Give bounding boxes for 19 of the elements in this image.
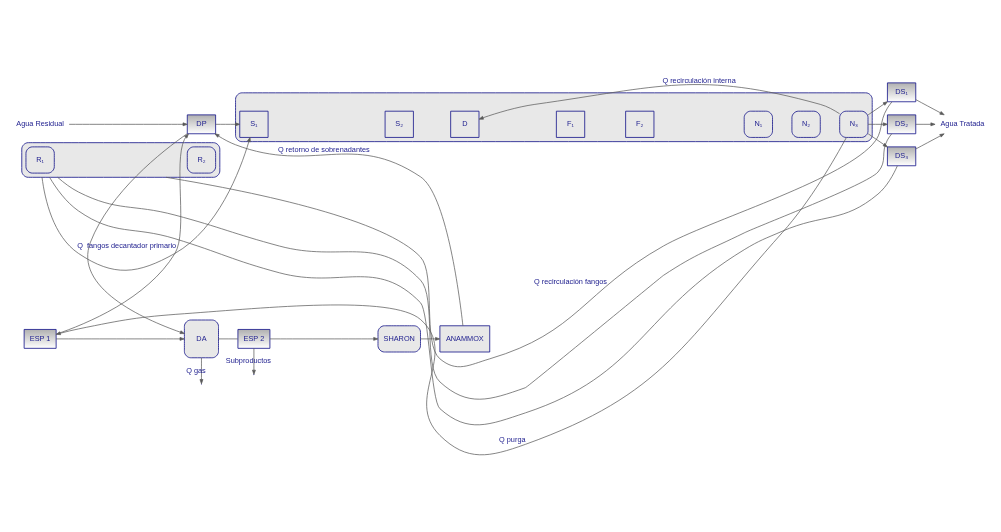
arrow bbox=[915, 99, 945, 116]
arrow bbox=[867, 101, 888, 116]
arrow bbox=[867, 122, 888, 127]
arrow bbox=[68, 122, 188, 127]
connector bbox=[49, 165, 898, 426]
arrow bbox=[420, 337, 441, 341]
arrow bbox=[269, 337, 379, 341]
arrow bbox=[478, 84, 840, 120]
arrow bbox=[915, 133, 945, 150]
arrow bbox=[214, 133, 464, 327]
arrow bbox=[867, 133, 888, 148]
arrow bbox=[87, 133, 188, 334]
cluster bbox=[21, 142, 221, 178]
connector bbox=[165, 101, 893, 368]
arrow bbox=[41, 137, 251, 271]
connector bbox=[218, 338, 239, 340]
arrow bbox=[215, 122, 241, 127]
arrow bbox=[915, 122, 936, 127]
arrow bbox=[55, 337, 185, 341]
